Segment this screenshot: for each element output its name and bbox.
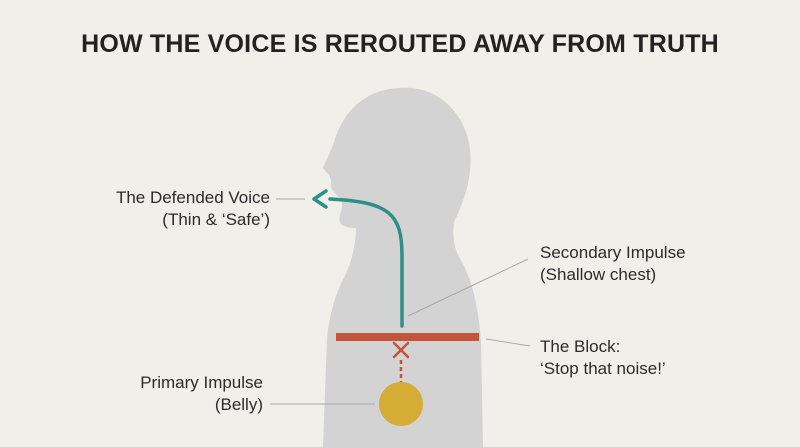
secondary-impulse-title: Secondary Impulse: [540, 243, 686, 262]
arrow-left-icon: [312, 189, 328, 209]
primary-impulse-circle: [379, 382, 423, 426]
leader-secondary-impulse: [407, 258, 529, 317]
block-bar: [336, 333, 479, 341]
secondary-impulse-subtitle: (Shallow chest): [540, 265, 657, 284]
voice-path: [328, 197, 404, 328]
label-block: The Block: ‘Stop that noise!’: [540, 336, 666, 380]
label-secondary-impulse: Secondary Impulse (Shallow chest): [540, 242, 686, 286]
primary-impulse-title: Primary Impulse: [140, 373, 263, 392]
diagram-title: HOW THE VOICE IS REROUTED AWAY FROM TRUT…: [81, 30, 719, 58]
defended-voice-title: The Defended Voice: [115, 188, 270, 207]
block-title: The Block:: [540, 337, 621, 356]
defended-voice-subtitle: (Thin & ‘Safe’): [162, 210, 270, 229]
cross-icon: [392, 341, 410, 359]
label-defended-voice: The Defended Voice (Thin & ‘Safe’): [116, 187, 270, 231]
leader-block: [485, 338, 531, 347]
block-subtitle: ‘Stop that noise!’: [540, 359, 666, 378]
primary-impulse-subtitle: (Belly): [214, 395, 263, 414]
label-primary-impulse: Primary Impulse (Belly): [140, 372, 263, 416]
